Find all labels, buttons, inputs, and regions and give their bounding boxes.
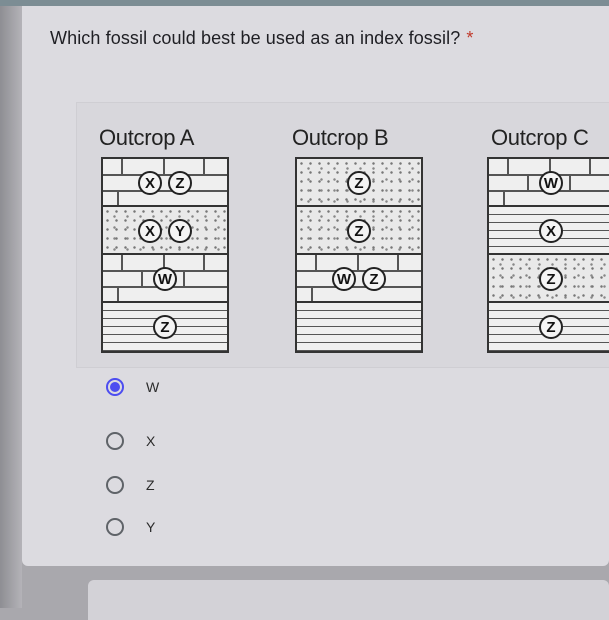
fossil-x-icon: X [138, 219, 162, 243]
fossil-w-icon: W [332, 267, 356, 291]
fossil-w-icon: W [153, 267, 177, 291]
option-label: Y [146, 519, 156, 535]
fossil-y-icon: Y [168, 219, 192, 243]
fossil-z-icon: Z [539, 315, 563, 339]
fossil-x-icon: X [138, 171, 162, 195]
background-edge [0, 6, 22, 608]
fossil-z-icon: Z [168, 171, 192, 195]
required-asterisk: * [466, 28, 474, 48]
rock-layer-shale: X [489, 207, 609, 255]
fossil-w-icon: W [539, 171, 563, 195]
rock-layer-brick: W [103, 255, 227, 303]
rock-layer-sand: Z [297, 159, 421, 207]
rock-layer-shale: Z [489, 303, 609, 351]
question-text: Which fossil could best be used as an in… [50, 28, 461, 48]
option-z[interactable]: Z [106, 476, 155, 494]
radio-icon[interactable] [106, 432, 124, 450]
outcrop-a-title: Outcrop A [99, 125, 195, 150]
rock-layer-sand: Z [489, 255, 609, 303]
outcrop-b-title: Outcrop B [292, 125, 389, 150]
outcrop-c-title: Outcrop C [491, 125, 589, 150]
fossil-z-icon: Z [153, 315, 177, 339]
option-y[interactable]: Y [106, 518, 155, 536]
option-label: X [146, 433, 156, 449]
rock-layer-shale: Z [103, 303, 227, 351]
rock-layer-brick: W [489, 159, 609, 207]
radio-dot [110, 382, 120, 392]
option-x[interactable]: X [106, 432, 155, 450]
option-label: W [146, 379, 160, 395]
top-strip [0, 0, 609, 6]
question-card: Which fossil could best be used as an in… [22, 6, 609, 566]
option-label: Z [146, 477, 155, 493]
next-question-card [88, 580, 609, 620]
radio-selected-icon[interactable] [106, 378, 124, 396]
rock-layer-sand: Z [297, 207, 421, 255]
option-w[interactable]: W [106, 378, 159, 396]
fossil-x-icon: X [539, 219, 563, 243]
question-title: Which fossil could best be used as an in… [50, 28, 473, 49]
radio-icon[interactable] [106, 476, 124, 494]
fossil-z-icon: Z [539, 267, 563, 291]
rock-layer-shale [297, 303, 421, 351]
fossil-z-icon: Z [347, 171, 371, 195]
radio-icon[interactable] [106, 518, 124, 536]
fossil-z-icon: Z [347, 219, 371, 243]
fossil-z-icon: Z [362, 267, 386, 291]
